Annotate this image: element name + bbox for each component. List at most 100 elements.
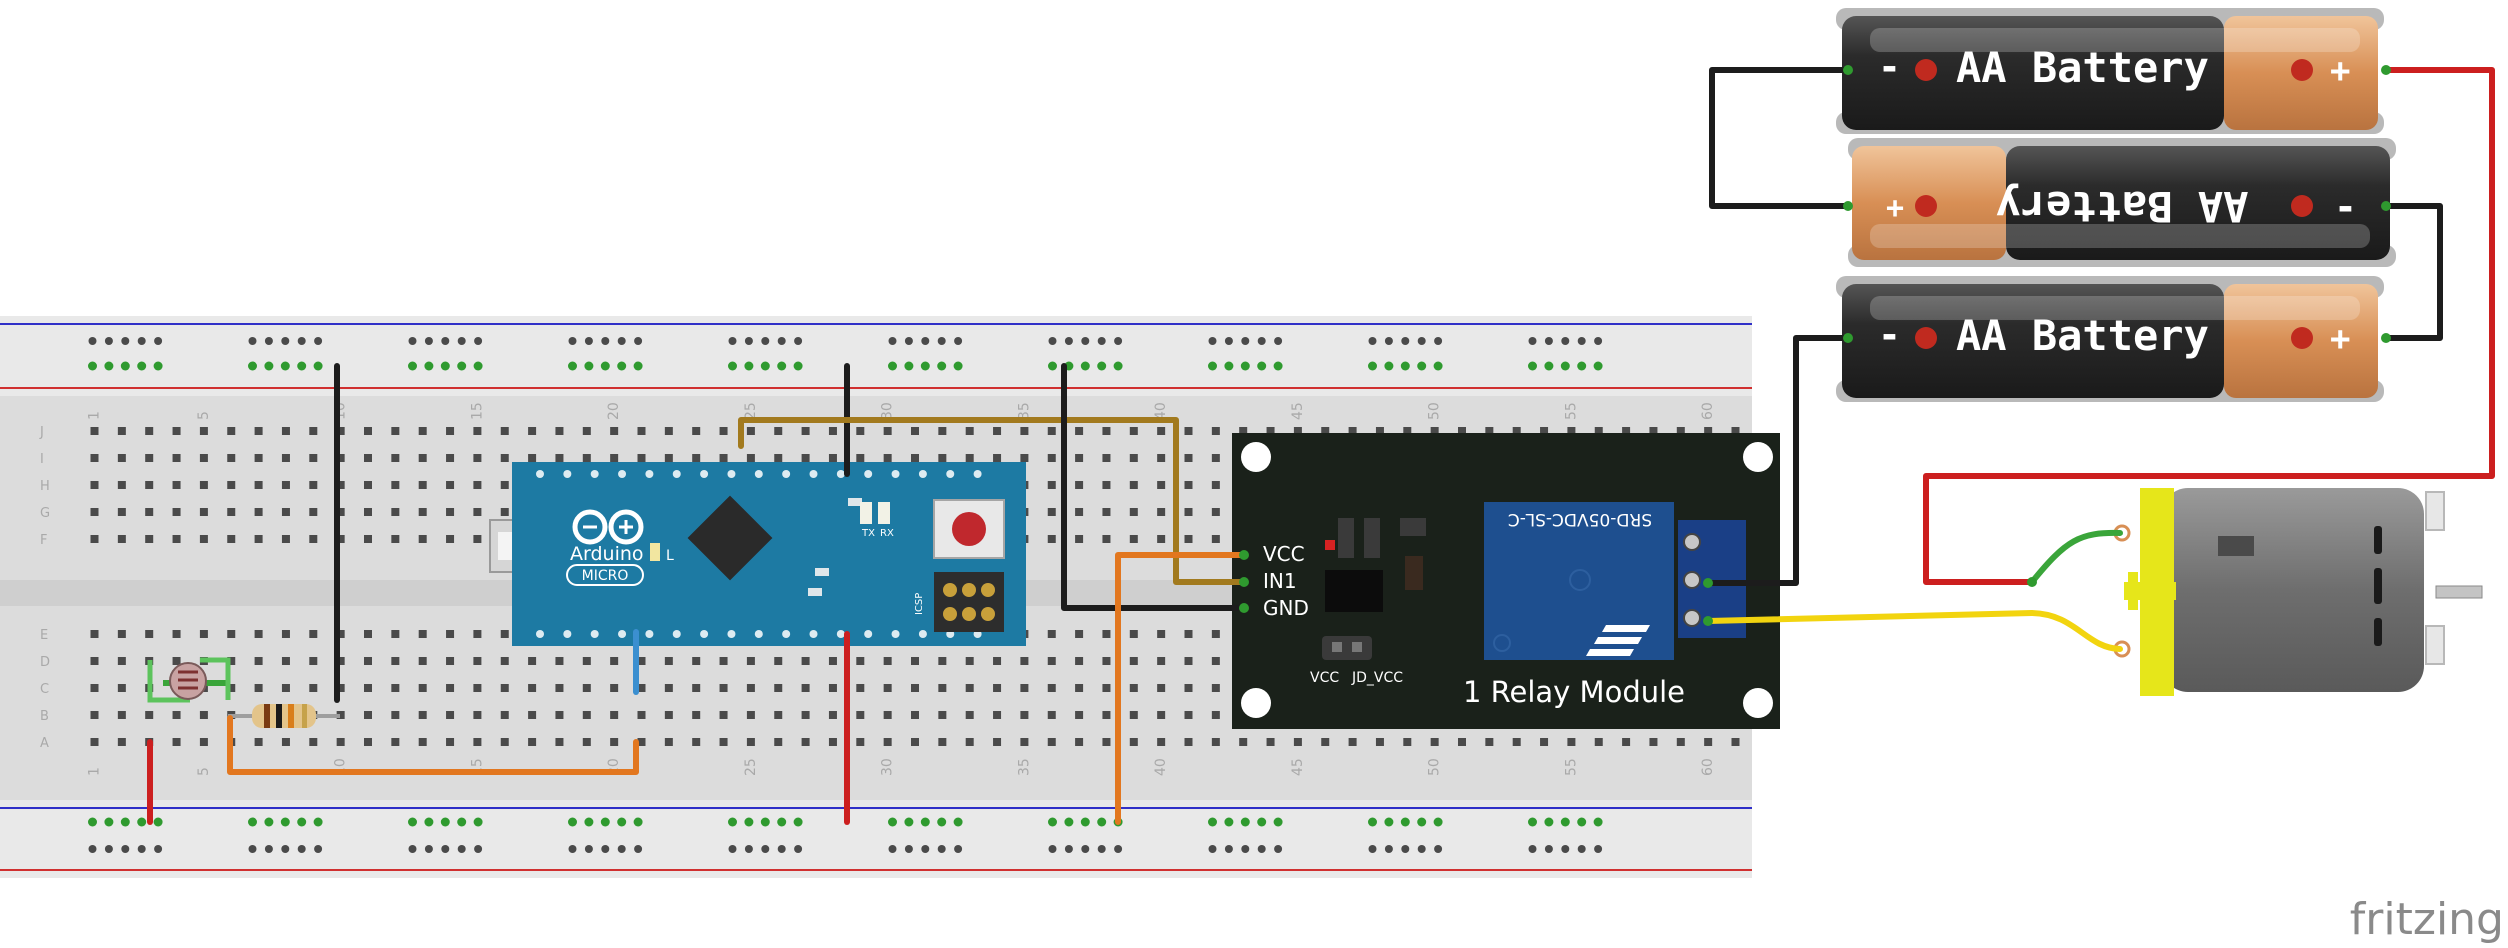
rail-hole [424, 845, 433, 853]
breadboard-hole [418, 684, 427, 692]
rail-hole [1048, 845, 1057, 853]
breadboard-hole [637, 454, 646, 462]
wire-orange-sensor[interactable] [227, 715, 639, 775]
rail-hole [777, 337, 786, 345]
icsp-pin [981, 607, 995, 621]
breadboard-hole [1321, 427, 1330, 435]
breadboard-hole [364, 427, 372, 435]
rail-hole [137, 361, 147, 371]
breadboard-hole [993, 711, 1002, 719]
rail-hole [601, 845, 610, 853]
wire-black-battery-negative[interactable] [1705, 335, 1851, 586]
rail-hole [104, 845, 113, 853]
breadboard-hole [254, 454, 263, 462]
breadboard-hole [828, 427, 837, 435]
breadboard-hole [90, 454, 99, 462]
breadboard-hole [1129, 630, 1138, 638]
reset-button[interactable] [952, 512, 986, 546]
wire-black-battery-link[interactable] [2383, 203, 2443, 341]
breadboard-hole [1266, 427, 1275, 435]
breadboard-hole [774, 738, 783, 746]
arduino-pin [536, 470, 544, 478]
breadboard-hole [145, 535, 154, 543]
row-letter: D [40, 655, 50, 670]
arduino-model-label: MICRO [582, 568, 629, 584]
relay-mark [1493, 634, 1511, 652]
breadboard-hole [90, 738, 99, 746]
rail-hole [457, 337, 466, 345]
breadboard-hole [637, 738, 646, 746]
breadboard-hole [801, 684, 810, 692]
breadboard-hole [199, 738, 208, 746]
wire-green-motor[interactable] [2029, 529, 2123, 585]
rail-hole [1064, 817, 1074, 827]
rail-hole [1224, 337, 1233, 345]
breadboard-hole [1676, 738, 1685, 746]
breadboard-hole [500, 657, 509, 665]
battery-minus-sign: - [1878, 313, 1901, 357]
motor-terminal [2425, 491, 2445, 531]
breadboard-hole [309, 535, 318, 543]
breadboard-hole [1485, 738, 1494, 746]
rail-hole [1273, 817, 1283, 827]
rail-hole [777, 817, 787, 827]
wire-yellow-motor[interactable] [1705, 610, 2123, 652]
wire-black-relay-ground[interactable] [1061, 363, 1247, 611]
rail-hole [744, 817, 754, 827]
breadboard-hole [746, 684, 755, 692]
breadboard-hole [1075, 711, 1084, 719]
breadboard-hole [1075, 427, 1084, 435]
breadboard-hole [911, 684, 919, 692]
micro-badge [566, 564, 644, 586]
rail-hole [793, 817, 803, 827]
breadboard-hole [746, 427, 755, 435]
rail-hole [280, 361, 290, 371]
wire-black-battery-link[interactable] [1709, 67, 1851, 209]
motor-vent [2374, 618, 2382, 646]
breadboard-hole [281, 738, 290, 746]
rail-hole [88, 337, 97, 345]
arduino-pin [727, 630, 736, 638]
arduino-pin [618, 630, 627, 638]
rail-hole [474, 337, 483, 345]
breadboard-hole [172, 711, 181, 719]
breadboard-hole [418, 427, 427, 435]
rail-hole [408, 817, 417, 827]
icsp-pin [981, 583, 995, 597]
breadboard-hole [1020, 657, 1029, 665]
rail-hole [728, 361, 737, 371]
breadboard-hole [145, 630, 154, 638]
rail-hole [1224, 361, 1234, 371]
rail-hole [760, 361, 770, 371]
breadboard-hole [336, 454, 345, 462]
breadboard-hole [664, 454, 673, 462]
breadboard-hole [1102, 535, 1111, 543]
breadboard-hole [446, 427, 455, 435]
wire-orange-relay-vcc[interactable] [1115, 552, 1247, 825]
arduino-pin [809, 630, 818, 638]
rail-hole [1114, 845, 1123, 853]
wire-red-battery-positive[interactable] [1923, 67, 2495, 585]
resistor-band [276, 704, 282, 728]
wire-brown-signal[interactable] [738, 417, 1247, 585]
rail-hole [154, 337, 163, 345]
rail-hole [1560, 361, 1570, 371]
rail-hole [1434, 845, 1443, 853]
rail-hole [904, 817, 914, 827]
rail-hole [777, 361, 787, 371]
column-number: 45 [1290, 758, 1306, 776]
breadboard-hole [1075, 535, 1084, 543]
breadboard-hole [446, 684, 455, 692]
breadboard-hole [1047, 738, 1056, 746]
breadboard-hole [446, 657, 455, 665]
rail-hole [1577, 361, 1587, 371]
breadboard-hole [555, 427, 564, 435]
breadboard-hole [1129, 657, 1138, 665]
breadboard-hole [1047, 657, 1056, 665]
breadboard-hole [883, 454, 892, 462]
rail-hole [728, 337, 737, 345]
row-letter: C [40, 682, 49, 697]
breadboard-hole [1731, 738, 1740, 746]
relay-mark [1569, 569, 1591, 591]
rail-hole [297, 817, 307, 827]
